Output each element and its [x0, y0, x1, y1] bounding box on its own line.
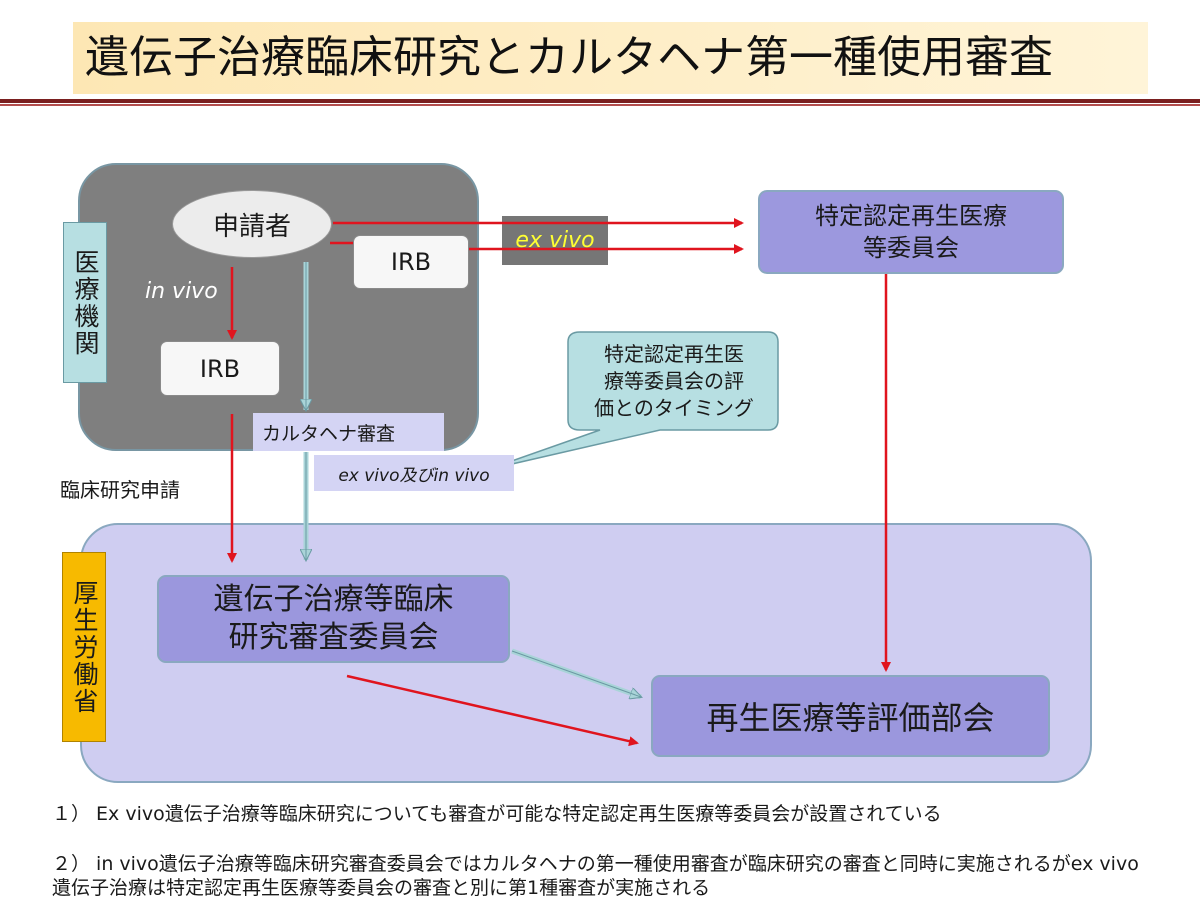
irb-in-vivo-node: IRB	[160, 341, 280, 396]
title-divider-accent	[0, 104, 1200, 106]
page-title: 遺伝子治療臨床研究とカルタヘナ第一種使用審査	[73, 22, 1148, 94]
certified-regenerative-committee-node: 特定認定再生医療 等委員会	[758, 190, 1064, 274]
clinical-research-application-label: 臨床研究申請	[60, 478, 180, 502]
hospital-label: 医療機関	[63, 222, 107, 383]
timing-callout-text: 特定認定再生医 療等委員会の評 価とのタイミング	[570, 334, 778, 428]
mhlw-label: 厚生労働省	[62, 552, 106, 742]
gene-therapy-review-committee-node: 遺伝子治療等臨床 研究審査委員会	[157, 575, 510, 663]
ex-vivo-and-in-vivo-label: ex vivo及びin vivo	[314, 455, 514, 491]
note-2: ２） in vivo遺伝子治療等臨床研究審査委員会ではカルタヘナの第一種使用審査…	[52, 853, 1139, 899]
in-vivo-label: in vivo	[145, 279, 218, 304]
applicant-node: 申請者	[172, 190, 332, 258]
timing-callout-label: 特定認定再生医 療等委員会の評 価とのタイミング	[594, 341, 754, 420]
cartagena-review-label: カルタヘナ審査	[253, 413, 444, 451]
certified-regenerative-committee-text: 特定認定再生医療 等委員会	[815, 202, 1007, 262]
gene-therapy-review-committee-text: 遺伝子治療等臨床 研究審査委員会	[213, 582, 454, 655]
regenerative-medicine-subcommittee-node: 再生医療等評価部会	[651, 675, 1050, 757]
ex-vivo-label: ex vivo	[502, 216, 608, 265]
title-divider	[0, 99, 1200, 103]
irb-ex-vivo-node: IRB	[353, 235, 469, 289]
note-1: １） Ex vivo遺伝子治療等臨床研究についても審査が可能な特定認定再生医療等…	[52, 803, 942, 825]
